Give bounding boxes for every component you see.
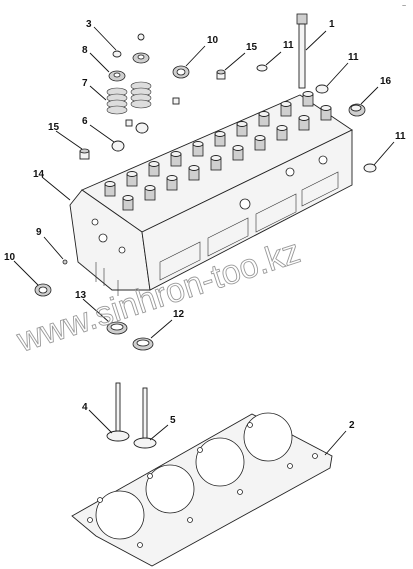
head-bolt — [296, 13, 308, 89]
leader-line-10b — [13, 260, 39, 286]
leader-line-16 — [360, 86, 379, 105]
callout-12: 12 — [173, 309, 185, 320]
callout-11a: 11 — [283, 40, 294, 51]
head-gasket — [71, 412, 333, 567]
leader-line-5 — [149, 424, 169, 441]
seal-ring-left — [34, 283, 52, 297]
leader-line-14 — [41, 176, 71, 201]
small-plug-center — [125, 97, 180, 127]
callout-11c: 11 — [395, 131, 406, 142]
leader-line-2 — [324, 430, 347, 456]
callout-13: 13 — [75, 290, 87, 301]
callout-5: 5 — [170, 415, 176, 426]
head-valve-spring — [280, 101, 292, 117]
dowel-pin — [62, 259, 68, 265]
leader-line-13 — [82, 298, 110, 323]
head-valve-spring — [236, 121, 248, 137]
corner-mark: ~ — [402, 3, 406, 10]
callout-8: 8 — [82, 45, 88, 56]
plug-top — [216, 69, 226, 80]
head-valve-spring — [302, 91, 314, 107]
o-ring-top — [256, 64, 268, 72]
head-valve-spring — [210, 155, 222, 171]
gasket-bolt-hole — [237, 489, 243, 495]
valve-seat-13 — [106, 321, 128, 335]
gasket-bolt-hole — [87, 517, 93, 523]
gasket-bolt-hole — [187, 517, 193, 523]
head-valve-spring — [188, 165, 200, 181]
seal-ring-top — [172, 65, 190, 79]
leader-line-10a — [185, 45, 206, 67]
callout-3: 3 — [86, 19, 92, 30]
callout-15a: 15 — [246, 42, 258, 53]
head-valve-spring — [148, 161, 160, 177]
leader-line-12 — [150, 319, 173, 339]
leader-line-15a — [224, 52, 246, 71]
gasket-bolt-hole — [312, 453, 318, 459]
callout-11b: 11 — [348, 52, 359, 63]
head-valve-spring — [214, 131, 226, 147]
gasket-bolt-hole — [147, 473, 153, 479]
callout-4: 4 — [82, 402, 88, 413]
head-valve-spring — [122, 195, 134, 211]
head-valve-spring — [170, 151, 182, 167]
callout-9: 9 — [36, 227, 42, 238]
leader-line-11a — [265, 51, 282, 66]
callout-2: 2 — [349, 420, 355, 431]
intake-valve — [106, 382, 130, 442]
leader-line-3 — [93, 26, 117, 51]
callout-1: 1 — [329, 19, 335, 30]
callout-6: 6 — [82, 116, 88, 127]
valve-spring-stack-left — [106, 50, 128, 152]
leader-line-11c — [373, 141, 395, 166]
callout-7: 7 — [82, 78, 88, 89]
leader-line-4 — [88, 409, 113, 434]
leader-line-6 — [89, 124, 115, 143]
gasket-bolt-hole — [137, 542, 143, 548]
head-valve-spring — [192, 141, 204, 157]
valve-seat-12 — [132, 337, 154, 351]
head-valve-spring — [232, 145, 244, 161]
callout-10a: 10 — [207, 35, 219, 46]
o-ring-right-top — [315, 84, 329, 94]
plug-cap-right — [348, 103, 366, 117]
head-valve-spring — [298, 115, 310, 131]
leader-line-11b — [326, 62, 349, 87]
gasket-bolt-hole — [247, 422, 253, 428]
o-ring-right — [363, 163, 377, 173]
valve-spring-stack-right — [130, 33, 152, 134]
callout-16: 16 — [380, 76, 392, 87]
head-valve-spring — [276, 125, 288, 141]
exhaust-valve — [133, 387, 157, 449]
plug-left — [79, 148, 90, 160]
callout-14: 14 — [33, 169, 45, 180]
leader-line-8 — [89, 52, 110, 73]
gasket-bolt-hole — [287, 463, 293, 469]
leader-line-1 — [305, 30, 327, 51]
callout-15b: 15 — [48, 122, 60, 133]
gasket-bolt-hole — [197, 447, 203, 453]
callout-10b: 10 — [4, 252, 16, 263]
head-valve-spring — [166, 175, 178, 191]
head-valve-assemblies — [104, 91, 332, 211]
head-valve-spring — [104, 181, 116, 197]
head-valve-spring — [126, 171, 138, 187]
head-valve-spring — [258, 111, 270, 127]
leader-line-7 — [89, 85, 107, 101]
gasket-bolt-hole — [97, 497, 103, 503]
head-valve-spring — [254, 135, 266, 151]
leader-line-9 — [43, 236, 64, 260]
head-valve-spring — [144, 185, 156, 201]
leader-line-15b — [55, 130, 83, 150]
head-valve-spring — [320, 105, 332, 121]
